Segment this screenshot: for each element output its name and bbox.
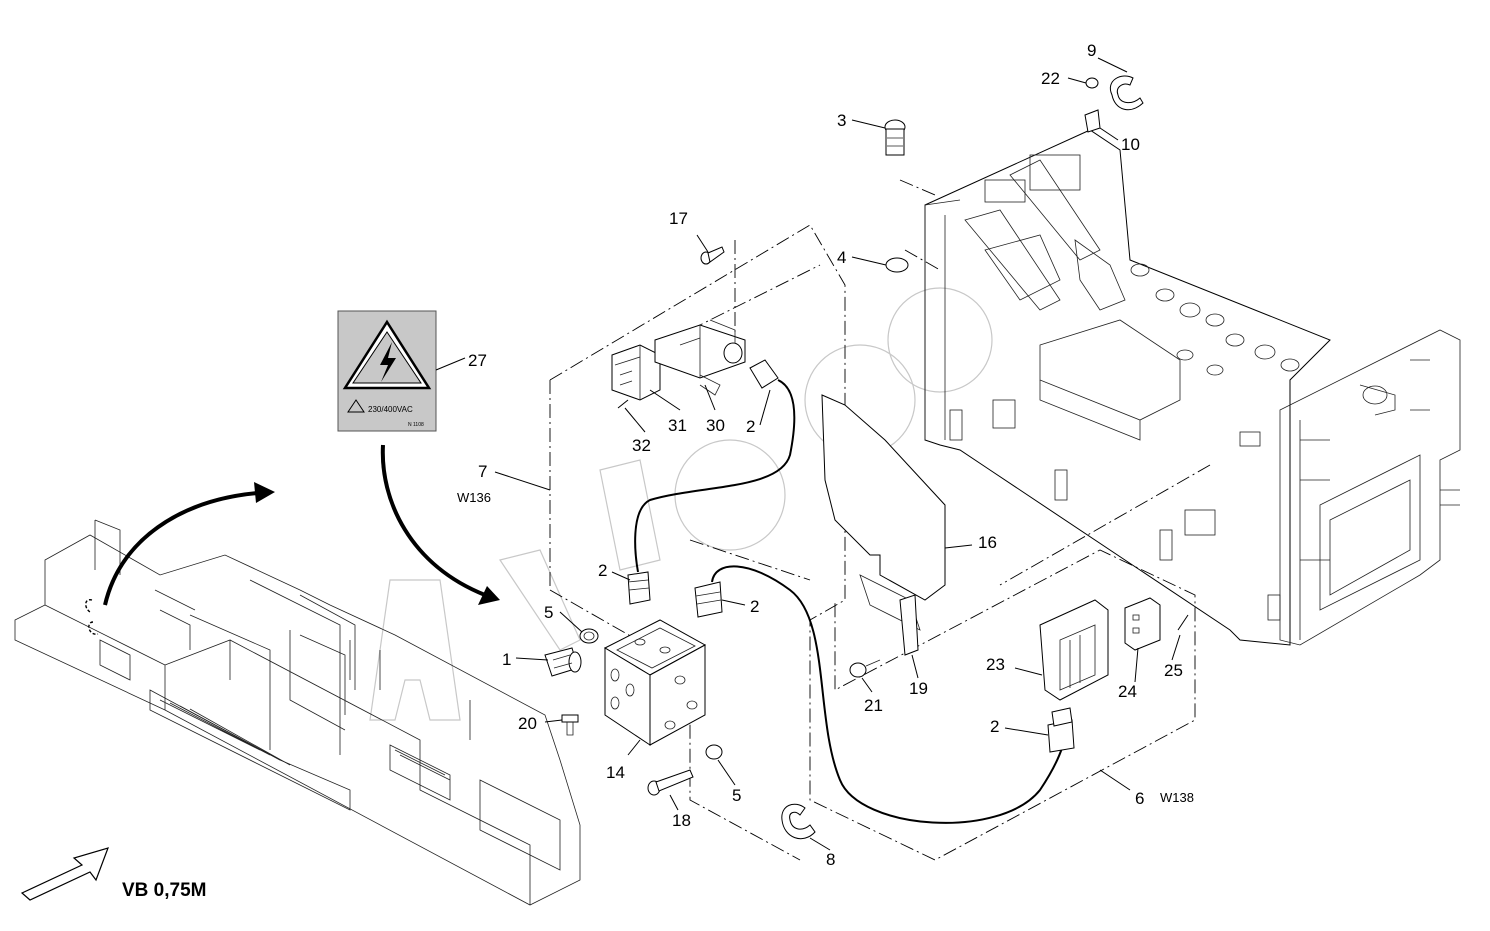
callout-18: 18 xyxy=(672,811,691,830)
cable-w136 xyxy=(627,359,796,605)
relay-30 xyxy=(654,319,746,396)
screw-17 xyxy=(700,246,725,265)
contactor-31 xyxy=(611,344,661,401)
decal-code: N 1108 xyxy=(408,422,424,428)
cable-gland-1 xyxy=(544,647,582,677)
callout-3: 3 xyxy=(837,111,846,130)
callout-5b: 5 xyxy=(732,786,741,805)
callout-22: 22 xyxy=(1041,69,1060,88)
callout-1: 1 xyxy=(502,650,511,669)
callout-17: 17 xyxy=(669,209,688,228)
callout-2a: 2 xyxy=(598,561,607,580)
reference-arrows xyxy=(103,444,500,606)
connector-insert-24 xyxy=(1124,597,1161,651)
cable-clip-9 xyxy=(1109,75,1144,111)
bracket-19 xyxy=(899,594,919,656)
lock-nut-4 xyxy=(885,257,909,273)
callout-5a: 5 xyxy=(544,603,553,622)
blanking-plug-5a xyxy=(579,628,599,644)
pin-25 xyxy=(1177,614,1189,631)
cable-gland-3 xyxy=(884,119,906,156)
callout-31: 31 xyxy=(668,416,687,435)
callout-2c: 2 xyxy=(746,417,755,436)
arrow-head-icon xyxy=(478,586,500,605)
mounting-plate-16 xyxy=(821,394,946,631)
callout-2b: 2 xyxy=(750,597,759,616)
callout-19: 19 xyxy=(909,679,928,698)
screw-21 xyxy=(849,659,881,678)
lightning-icon xyxy=(380,342,396,382)
screw-18 xyxy=(647,769,694,796)
leader-lines xyxy=(435,57,1181,851)
harness-label-w136: W136 xyxy=(457,490,491,505)
screw-22 xyxy=(1085,77,1099,89)
screw-20 xyxy=(561,714,579,736)
callout-4: 4 xyxy=(837,248,846,267)
callout-2d: 2 xyxy=(990,717,999,736)
machine-overview xyxy=(14,519,581,906)
callout-23: 23 xyxy=(986,655,1005,674)
junction-box xyxy=(603,619,707,746)
blanking-plug-5b xyxy=(705,744,723,760)
model-label: VB 0,75M xyxy=(122,880,206,901)
voltage-text: 230/400VAC xyxy=(368,405,413,414)
triangle-symbol-icon xyxy=(347,399,365,413)
callout-27: 27 xyxy=(468,351,487,370)
callout-14: 14 xyxy=(606,763,625,782)
cable-w138 xyxy=(694,565,1075,824)
callout-7: 7 xyxy=(478,462,487,481)
callout-9: 9 xyxy=(1087,41,1096,60)
harness-label-w138: W138 xyxy=(1160,790,1194,805)
callout-20: 20 xyxy=(518,714,537,733)
arrow-head-icon xyxy=(254,482,275,503)
direction-arrow-icon xyxy=(20,847,109,901)
machine-frame xyxy=(924,129,1461,646)
callout-16: 16 xyxy=(978,533,997,552)
callout-labels: 1 2 2 2 2 3 4 5 5 6 7 8 9 10 14 16 17 18… xyxy=(457,41,1194,869)
callout-24: 24 xyxy=(1118,682,1137,701)
pin-32 xyxy=(617,399,629,409)
warning-decal: 230/400VAC N 1108 xyxy=(337,310,437,432)
callout-10: 10 xyxy=(1121,135,1140,154)
callout-6: 6 xyxy=(1135,789,1144,808)
callout-30: 30 xyxy=(706,416,725,435)
connector-housing-23 xyxy=(1039,599,1109,701)
cable-clip-8 xyxy=(781,803,816,840)
bracket-10 xyxy=(1084,109,1101,133)
callout-8: 8 xyxy=(826,850,835,869)
callout-25: 25 xyxy=(1164,661,1183,680)
callout-32: 32 xyxy=(632,436,651,455)
callout-21: 21 xyxy=(864,696,883,715)
